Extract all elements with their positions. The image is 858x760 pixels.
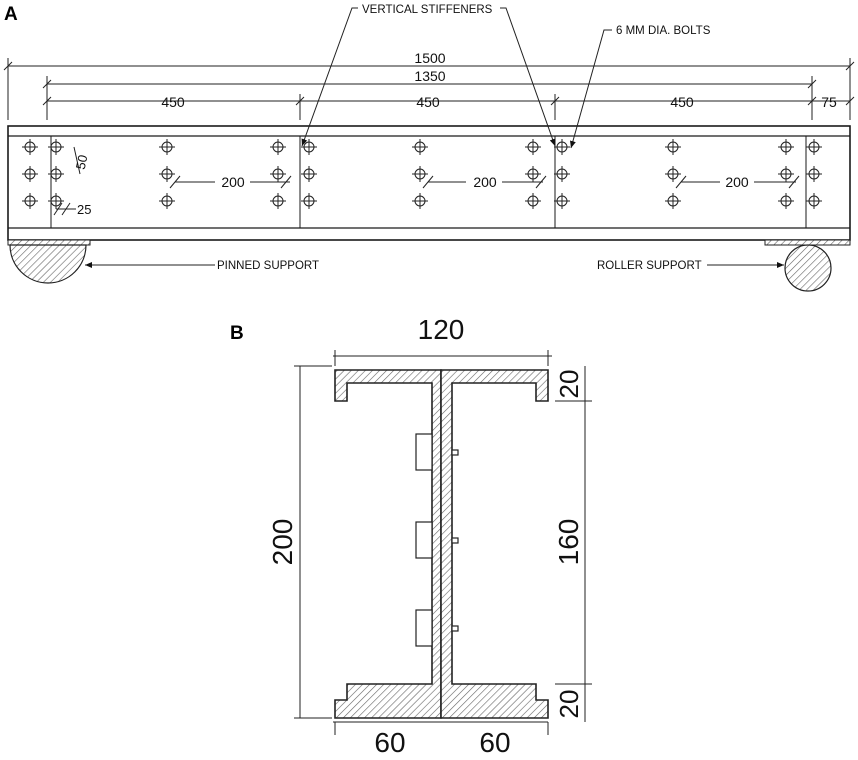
bolt-column-5 bbox=[300, 138, 318, 210]
roller-support-label: ROLLER SUPPORT bbox=[597, 260, 702, 272]
bolt-column-11 bbox=[805, 138, 823, 210]
bolt-column-9 bbox=[664, 138, 682, 210]
dim-bay-2: 450 bbox=[416, 94, 440, 110]
panel-b-letter: B bbox=[230, 323, 244, 344]
left-half-dim: 60 bbox=[374, 727, 405, 758]
bolt-column-3 bbox=[158, 138, 176, 210]
beam-elevation bbox=[7, 125, 851, 241]
pinned-support-label: PINNED SUPPORT bbox=[217, 260, 319, 272]
bolt-spacing-1: 200 bbox=[221, 174, 245, 190]
dimension-lines-b bbox=[294, 350, 592, 735]
bolt-column-7 bbox=[524, 138, 542, 210]
bolt-spacing-dims bbox=[53, 146, 800, 216]
section-width-dim: 120 bbox=[418, 314, 465, 345]
top-flange-dim: 20 bbox=[554, 370, 584, 399]
edge-distance-dim: 25 bbox=[77, 202, 91, 217]
vertical-stiffeners-label: VERTICAL STIFFENERS bbox=[362, 4, 493, 16]
dim-bay-1: 450 bbox=[161, 94, 185, 110]
panel-a-letter: A bbox=[4, 4, 18, 25]
bolt-column-1 bbox=[21, 138, 39, 210]
dimension-lines-a bbox=[3, 58, 855, 120]
dim-total: 1500 bbox=[414, 50, 445, 66]
dim-span: 1350 bbox=[414, 68, 445, 84]
vertical-pitch-dim: 50 bbox=[73, 153, 91, 170]
section-height-dim: 200 bbox=[267, 519, 298, 566]
bolt-spacing-2: 200 bbox=[473, 174, 497, 190]
web-bolts bbox=[415, 433, 459, 647]
bolt-column-10 bbox=[777, 138, 795, 210]
i-section bbox=[334, 369, 549, 719]
bolt-spacing-3: 200 bbox=[725, 174, 749, 190]
left-channel bbox=[334, 369, 442, 719]
roller-support bbox=[764, 239, 851, 292]
bottom-flange-dim: 20 bbox=[554, 690, 584, 719]
bolt-grid bbox=[21, 138, 823, 210]
bolt-column-4 bbox=[269, 138, 287, 210]
bolt-column-8 bbox=[553, 138, 571, 210]
right-half-dim: 60 bbox=[479, 727, 510, 758]
dim-overhang: 75 bbox=[821, 94, 837, 110]
bolt-column-6 bbox=[411, 138, 429, 210]
bolts-label: 6 MM DIA. BOLTS bbox=[616, 25, 711, 37]
bolt-column-2 bbox=[47, 138, 65, 210]
web-height-dim: 160 bbox=[553, 519, 584, 566]
leader-lines bbox=[85, 7, 784, 268]
right-channel bbox=[440, 369, 549, 719]
pinned-support bbox=[7, 239, 91, 284]
dim-bay-3: 450 bbox=[670, 94, 694, 110]
